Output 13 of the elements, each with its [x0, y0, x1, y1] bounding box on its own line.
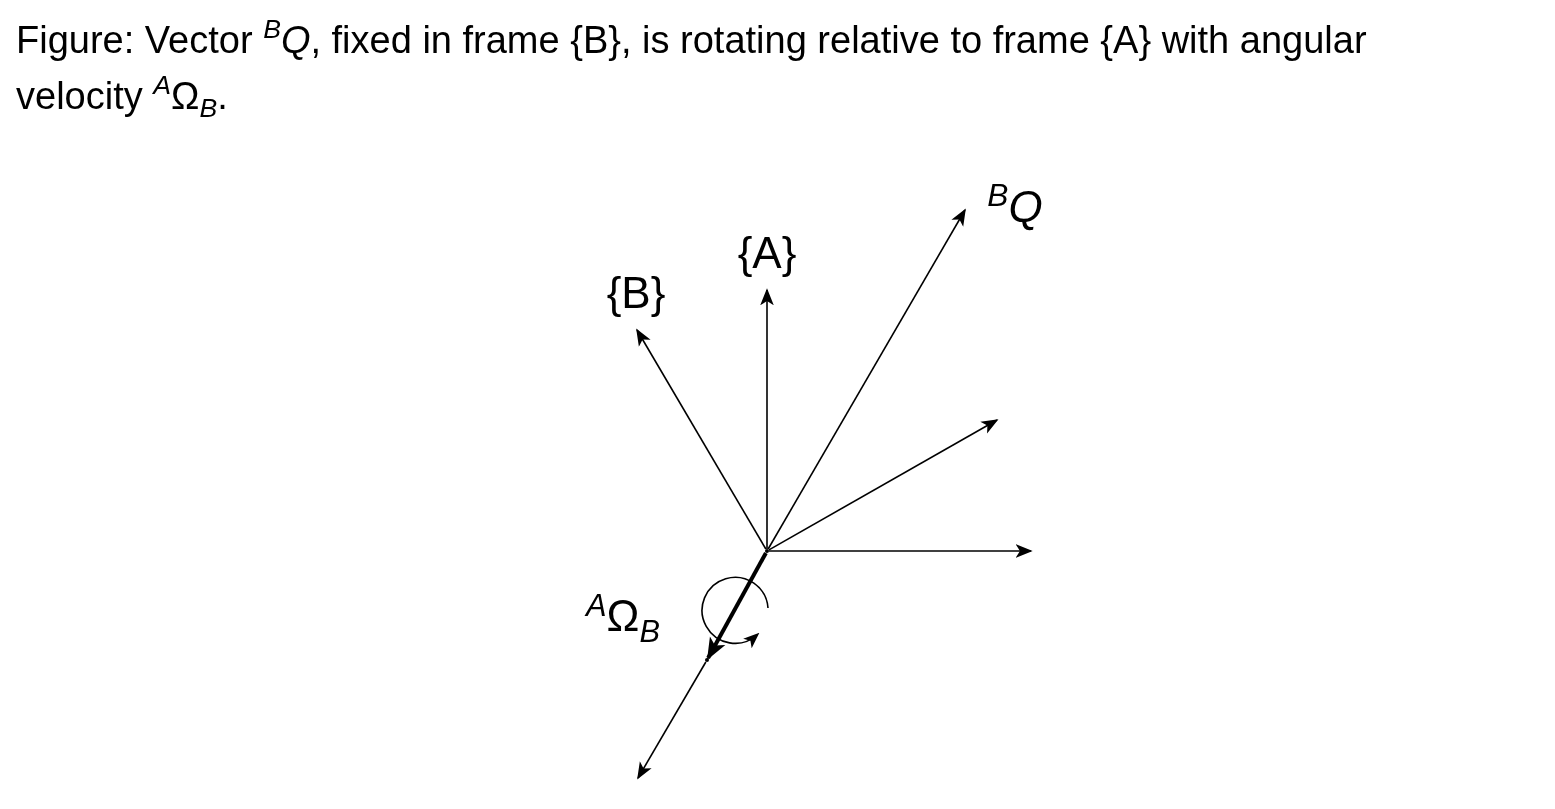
vector-arrow — [768, 544, 1033, 558]
vector-origin-point — [705, 658, 709, 662]
vector-arrow — [767, 208, 966, 550]
frame-label: {A} — [737, 231, 797, 275]
frame-label: {B} — [606, 271, 666, 315]
vector-arrow — [637, 661, 707, 780]
vector-origin-point — [765, 549, 769, 553]
vector-arrow — [768, 419, 999, 551]
vector-arrow — [760, 288, 774, 550]
vector-arrow — [706, 552, 768, 660]
figure-caption: Figure: Vector $^{B}$Q, fixed in frame {B}, is rotating relative to frame {A} with angular velocity $^{A}$Ω$_{B}$. — [16, 13, 1368, 124]
vector-label: $^{B}$Q — [987, 185, 1043, 229]
vector-arrow — [636, 328, 767, 550]
